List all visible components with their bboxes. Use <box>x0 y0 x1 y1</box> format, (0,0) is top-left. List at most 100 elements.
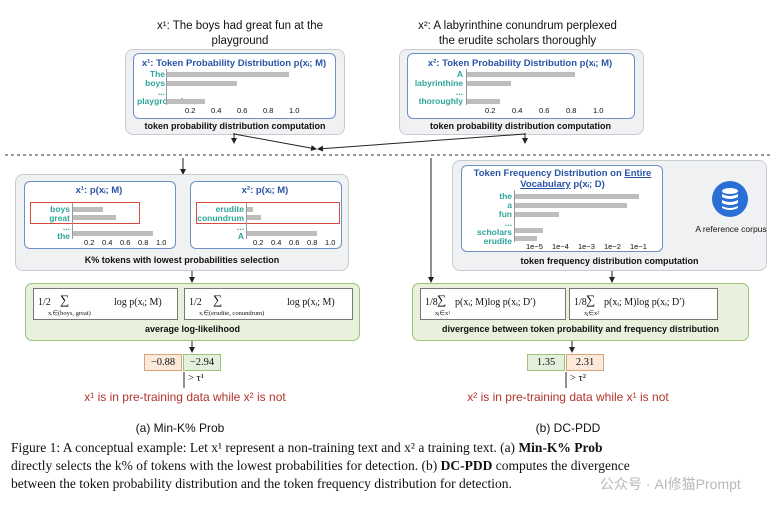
token-label: great <box>49 213 70 223</box>
tick-label: 1e−1 <box>630 242 647 251</box>
axis-line <box>466 69 467 105</box>
caption-dcpdd: (b) DC-PDD <box>535 421 601 435</box>
token-label: ... <box>236 222 244 232</box>
token-label: ... <box>455 87 463 97</box>
probability-bar <box>467 99 500 104</box>
top-left-panel-label: token probability distribution computati… <box>144 121 326 131</box>
reference-corpus-label: A reference corpus <box>695 224 767 234</box>
tick-label: 0.8 <box>566 106 577 115</box>
formula-subscript: xⱼ∈x¹ <box>435 310 451 317</box>
token-label: erudite <box>483 236 512 246</box>
frequency-bar <box>515 236 537 241</box>
token-label: A <box>456 69 463 79</box>
sentence-x1: x¹: The boys had great fun at the playgr… <box>120 19 360 49</box>
formula-subscript: xᵢ∈(erudite, conundrum) <box>199 310 265 317</box>
frequency-bar <box>515 203 627 208</box>
watermark: 公众号 · AI修猫Prompt <box>600 476 741 492</box>
top-right-distribution-box <box>407 53 635 119</box>
caption-text: Figure 1: A conceptual example: Let x¹ r… <box>11 440 519 455</box>
sentence-x1-line2: playground <box>211 35 269 47</box>
axis-line <box>166 69 167 105</box>
sum-icon: ∑ <box>437 292 447 307</box>
token-label: A <box>237 231 244 241</box>
frequency-bar <box>515 228 543 233</box>
probability-bar <box>73 231 153 236</box>
probability-bar <box>467 81 511 86</box>
probability-bar <box>167 81 237 86</box>
axis-line <box>246 203 247 239</box>
tick-label: 0.4 <box>102 238 113 247</box>
tick-label: 0.6 <box>120 238 131 247</box>
probability-bar <box>467 72 575 77</box>
token-label: a <box>507 200 512 210</box>
x2-selected-tokens: erudite conundrum ... A <box>196 205 244 241</box>
score-value-x2-dcpdd: 2.31 <box>566 354 604 371</box>
token-label: The <box>149 69 165 79</box>
lowest-k-highlight <box>30 202 140 224</box>
formula-x1: 1/2 ∑ xᵢ∈(boys, great) log p(xᵢ; M) <box>33 288 178 320</box>
probability-bar <box>73 207 103 212</box>
frequency-title-part: Token Frequency Distribution on <box>473 168 625 179</box>
tick-label: 0.6 <box>289 238 300 247</box>
token-label: labyrinthine <box>414 78 463 88</box>
tick-label: 1.0 <box>593 106 604 115</box>
sentence-x2-line1: x²: A labyrinthine conundrum perplexed <box>418 20 617 32</box>
x2-probability-title: x²: p(xᵢ; M) <box>241 185 289 196</box>
token-label: ... <box>62 222 70 232</box>
formula-subscript: xⱼ∈x² <box>584 310 600 317</box>
caption-text: directly selects the k% of tokens with t… <box>11 458 441 473</box>
token-label: erudite <box>215 204 244 214</box>
token-label: conundrum <box>197 213 244 223</box>
frequency-distribution-box <box>461 165 663 252</box>
probability-bar <box>247 215 261 220</box>
probability-bar <box>247 231 317 236</box>
frequency-bar <box>515 194 639 199</box>
sentence-x1-line1: x¹: The boys had great fun at the <box>156 20 323 32</box>
threshold-label: > τ¹ <box>188 373 204 384</box>
tick-label: 0.8 <box>307 238 318 247</box>
top-left-tokens: The boys ... playground <box>137 69 184 106</box>
caption-method-name: Min-K% Prob <box>518 440 603 455</box>
caption-method-name: DC-PDD <box>440 458 493 473</box>
figure-caption-line1: Figure 1: A conceptual example: Let x¹ r… <box>11 439 776 457</box>
sentence-x2-line2: the erudite scholars thoroughly <box>438 35 597 47</box>
tick-label: 1e−5 <box>526 242 543 251</box>
axis-line <box>514 190 515 242</box>
tick-label: 0.4 <box>271 238 282 247</box>
min-k-selection-label: K% tokens with lowest probabilities sele… <box>84 255 280 265</box>
token-label: playground <box>137 96 184 106</box>
frequency-title-formula: p(xᵢ; D) <box>570 179 605 190</box>
formula-fraction: 1/2 <box>38 297 51 308</box>
axis-line <box>72 203 73 239</box>
conclusion-dcpdd: x² is in pre-training data while x¹ is n… <box>467 390 669 404</box>
formula-fraction: 1/8 <box>574 297 587 308</box>
x1-probability-title: x¹: p(xᵢ; M) <box>75 185 123 196</box>
score-value-x2: −2.94 <box>183 354 221 371</box>
tick-label: 0.8 <box>263 106 274 115</box>
tick-label: 0.6 <box>539 106 550 115</box>
token-label: scholars <box>477 227 512 237</box>
frequency-tokens: the a fun ... scholars erudite <box>468 192 512 246</box>
figure-caption: Figure 1: A conceptual example: Let x¹ r… <box>11 439 776 493</box>
frequency-distribution-title: Token Frequency Distribution on Entire V… <box>465 168 660 190</box>
tick-label: 0.2 <box>84 238 95 247</box>
tick-label: 1.0 <box>325 238 336 247</box>
tick-label: 0.2 <box>485 106 496 115</box>
formula-expression: log p(xᵢ; M) <box>287 297 335 308</box>
x2-probability-box <box>190 181 342 249</box>
token-label: the <box>57 231 70 241</box>
token-label: ... <box>504 218 512 228</box>
formula-fraction: 1/8 <box>425 297 438 308</box>
token-label: ... <box>157 87 165 97</box>
formula-x2-divergence: 1/8 ∑ xⱼ∈x² p(xᵢ; M)log p(xᵢ; D′) <box>569 288 718 320</box>
tick-label: 0.4 <box>211 106 222 115</box>
tick-label: 0.6 <box>237 106 248 115</box>
sentence-x2: x²: A labyrinthine conundrum perplexed t… <box>395 19 640 49</box>
token-label: the <box>499 191 512 201</box>
score-value-x1-dcpdd: 1.35 <box>527 354 565 371</box>
conclusion-min-k: x¹ is in pre-training data while x² is n… <box>84 390 286 404</box>
frequency-panel-label: token frequency distribution computation <box>520 256 699 266</box>
probability-bar <box>167 72 289 77</box>
